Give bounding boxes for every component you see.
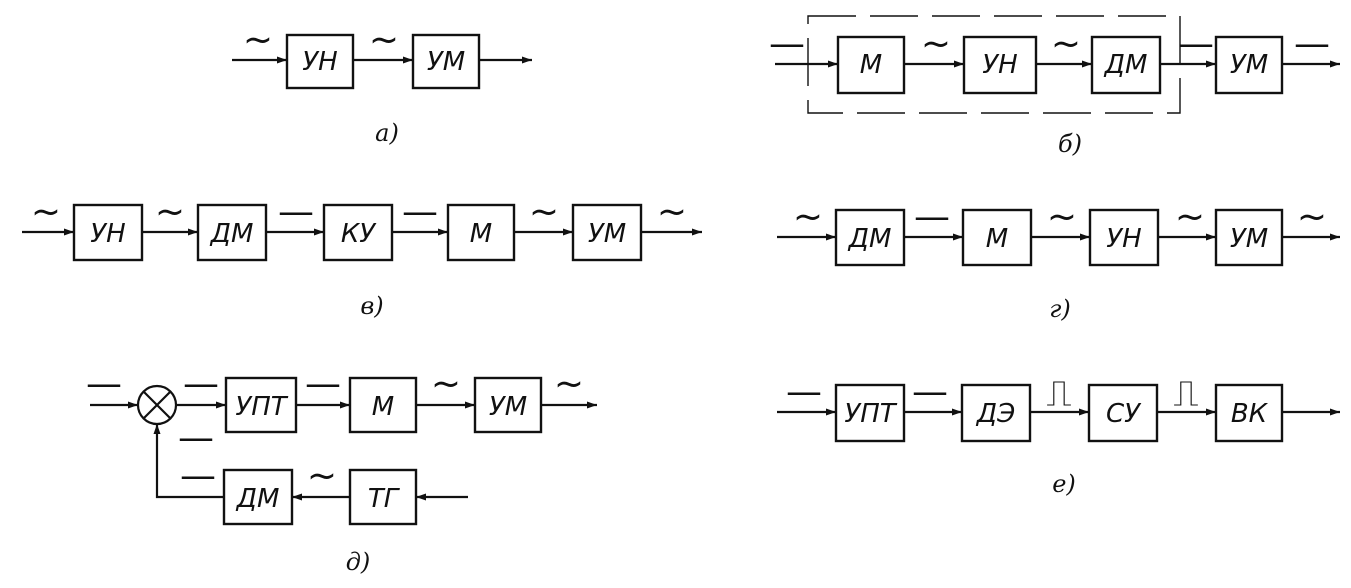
signal-symbol: —	[769, 24, 805, 65]
block-label: М	[860, 50, 882, 80]
block-label: УМ	[489, 392, 527, 422]
signal-symbol: —	[914, 197, 950, 238]
feedback-line	[153, 424, 224, 499]
block-m	[836, 35, 906, 95]
block-um	[571, 203, 643, 262]
block-un	[72, 203, 144, 262]
signal-symbol: ~	[1175, 197, 1205, 238]
signal-symbol: —	[180, 456, 216, 497]
signal-symbol: ~	[529, 192, 559, 233]
block-tg	[348, 468, 418, 526]
caption: г)	[1049, 295, 1071, 323]
diagram-v: УН ДМ КУ М УМ ~ ~ — — ~ ~ в)	[22, 192, 702, 320]
caption: в)	[360, 292, 383, 320]
caption: а)	[375, 119, 399, 147]
block-su	[1087, 383, 1159, 443]
block-label: УПТ	[235, 392, 288, 422]
signal-symbol: ~	[243, 20, 273, 61]
block-dm	[1090, 35, 1162, 95]
signal-symbol: ~	[369, 20, 399, 61]
block-de	[960, 383, 1032, 443]
signal-symbol: ~	[1051, 24, 1081, 65]
block-label: УН	[1106, 224, 1141, 254]
block-upt	[224, 376, 298, 434]
block-um	[411, 33, 481, 90]
signal-symbol: —	[786, 372, 822, 413]
signal-symbol: —	[305, 364, 341, 405]
block-label: УН	[302, 47, 337, 77]
signal-symbol: ~	[155, 192, 185, 233]
signal-symbol: ~	[307, 456, 337, 497]
signal-symbol: —	[183, 364, 219, 405]
signal-symbol: —	[278, 192, 314, 233]
block-um	[1214, 35, 1284, 95]
block-label: УМ	[1230, 50, 1268, 80]
block-label: ДМ	[1104, 50, 1148, 80]
block-label: ДЭ	[976, 399, 1015, 429]
signal-symbol: ~	[1297, 197, 1327, 238]
block-un	[962, 35, 1038, 95]
block-label: УН	[90, 219, 125, 249]
pulse-signal-symbol: ⎍	[1046, 374, 1071, 415]
signal-symbol: ~	[657, 192, 687, 233]
caption: б)	[1058, 130, 1082, 158]
block-label: ДМ	[210, 219, 254, 249]
pulse-signal-symbol: ⎍	[1173, 374, 1198, 415]
signal-symbol: ~	[554, 364, 584, 405]
signal-symbol: —	[912, 372, 948, 413]
signal-symbol: —	[86, 364, 122, 405]
summing-junction	[136, 384, 178, 426]
block-label: М	[470, 219, 492, 249]
signal-symbol: ~	[921, 24, 951, 65]
signal-symbol: ~	[1047, 197, 1077, 238]
block-label: СУ	[1106, 399, 1142, 429]
block-label: УМ	[427, 47, 465, 77]
block-label: М	[986, 224, 1008, 254]
block-label: КУ	[341, 219, 377, 249]
signal-symbol: ~	[431, 364, 461, 405]
caption: е)	[1052, 470, 1076, 498]
diagram-g: ДМ М УН УМ ~ — ~ ~ ~ г)	[777, 197, 1340, 323]
signal-symbol: —	[178, 418, 214, 459]
block-m	[446, 203, 516, 262]
diagram-d: УПТ М УМ ДМ ТГ — — — ~ ~ — — ~ д)	[86, 364, 597, 576]
diagram-a: УН УМ ~ ~ а)	[232, 20, 532, 147]
signal-symbol: —	[1178, 24, 1214, 65]
signal-symbol: —	[1294, 24, 1330, 65]
diagram-e: УПТ ДЭ СУ ВК — — ⎍ ⎍ е)	[777, 372, 1340, 498]
caption: д)	[346, 548, 371, 576]
block-label: ВК	[1231, 399, 1269, 429]
block-label: УМ	[1230, 224, 1268, 254]
block-label: ДМ	[848, 224, 892, 254]
block-label: М	[372, 392, 394, 422]
block-un	[285, 33, 355, 90]
block-label: УПТ	[844, 399, 897, 429]
signal-symbol: ~	[793, 197, 823, 238]
block-um	[1214, 208, 1284, 267]
block-label: УН	[982, 50, 1017, 80]
signal-symbol: ~	[31, 192, 61, 233]
block-label: ТГ	[368, 484, 401, 514]
block-label: УМ	[588, 219, 626, 249]
block-dm	[834, 208, 906, 267]
signal-symbol: —	[402, 192, 438, 233]
diagram-b: М УН ДМ УМ — ~ ~ — — б)	[769, 15, 1340, 158]
block-ku	[322, 203, 394, 262]
block-label: ДМ	[236, 484, 280, 514]
